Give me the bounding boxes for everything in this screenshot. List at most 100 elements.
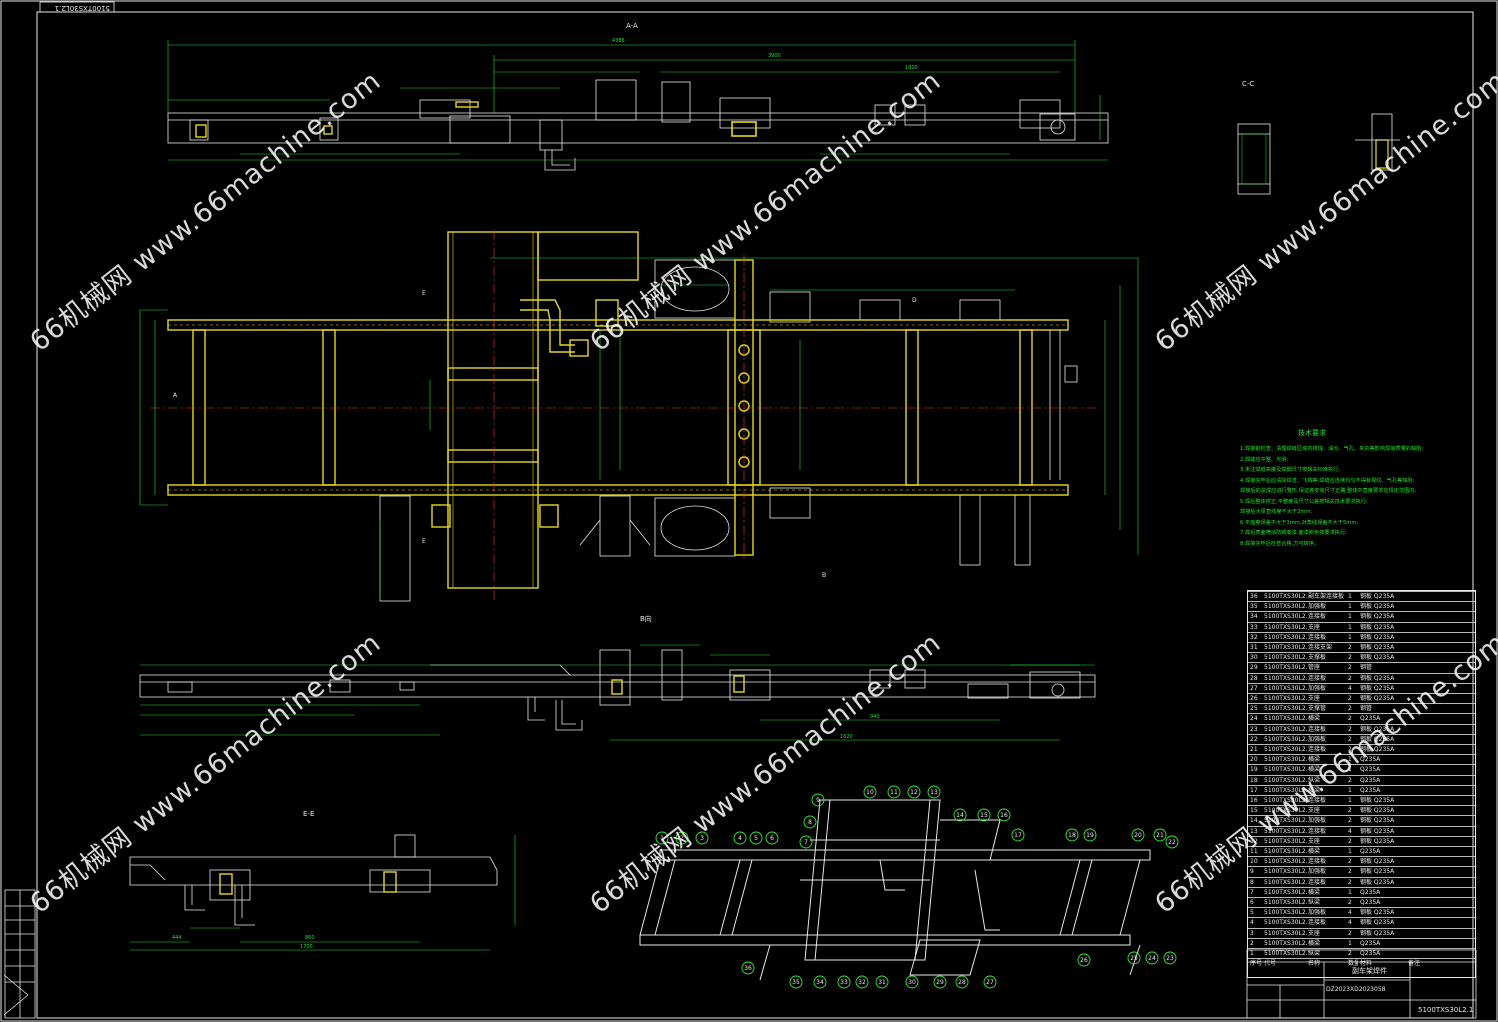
balloon-circle xyxy=(655,831,669,845)
balloon-label: 21 xyxy=(1156,832,1164,839)
balloon-label: 4 xyxy=(738,835,742,842)
bom-cell: 连接板 xyxy=(1308,613,1327,621)
bom-cell: 32 xyxy=(1250,633,1258,641)
bom-cell: 钢板 Q235A xyxy=(1360,878,1395,886)
balloon-circle xyxy=(1131,828,1145,842)
bom-cell: 4 xyxy=(1348,684,1352,692)
bom-cell: 名称 xyxy=(1308,960,1321,968)
balloon-circle xyxy=(863,785,877,799)
balloon-circle xyxy=(927,785,941,799)
balloon-circle xyxy=(695,831,709,845)
bom-cell: 5100TXS30L2.1-10 xyxy=(1264,746,1307,753)
bom-cell: 27 xyxy=(1250,684,1258,692)
bom-cell: 加强板 xyxy=(1308,817,1327,825)
balloon-label: 10 xyxy=(866,789,874,796)
balloon-label: 17 xyxy=(1014,832,1022,839)
bom-cell: 钢板 Q235A xyxy=(1360,909,1395,917)
bom-cell: 5100TXS30L2.1-4 xyxy=(1264,807,1307,815)
bom-cell: 加强板 xyxy=(1308,735,1327,743)
bom-cell: 2 xyxy=(1348,950,1352,957)
balloon-circle xyxy=(733,831,747,845)
bom-cell: 连接板 xyxy=(1308,725,1327,733)
bom-cell: 钢板 Q235A xyxy=(1360,613,1395,621)
dim-ee-left: 444 xyxy=(172,935,182,941)
balloon-circle xyxy=(765,831,779,845)
balloon-label: 3 xyxy=(700,835,704,842)
bom-cell: 支撑板 xyxy=(1308,654,1327,662)
bom-cell: 1 xyxy=(1348,848,1352,855)
bom-cell: 2 xyxy=(1348,858,1352,866)
bom-cell: 钢板 Q235A xyxy=(1360,633,1395,641)
balloon-label: 33 xyxy=(840,979,848,986)
bom-cell: Q235A xyxy=(1360,888,1381,896)
balloon-circle xyxy=(1065,828,1079,842)
bom-cell: 钢板 Q235A xyxy=(1360,674,1395,682)
balloon-circle xyxy=(789,975,803,989)
tech-req-line: 焊接后的总成应进行整形,保证各安装尺寸正确,整体平直度要求在规定范围内; xyxy=(1240,488,1417,494)
bom-cell: 2 xyxy=(1348,674,1352,682)
bom-cell: 2 xyxy=(1348,817,1352,825)
bom-cell: 5100TXS30L2.1-11 xyxy=(1264,735,1307,743)
bom-cell: 4 xyxy=(1348,919,1352,927)
balloon-circle xyxy=(1165,835,1179,849)
bom-cell: 加强板 xyxy=(1308,909,1327,917)
bom-cell: 18 xyxy=(1250,776,1258,784)
bom-cell: 横梁 xyxy=(1308,715,1321,723)
marker-a-left: A xyxy=(173,392,178,399)
bom-cell: 25 xyxy=(1250,705,1258,713)
bom-cell: 5100TXS30L2.1-17 xyxy=(1264,674,1307,682)
section-bb-label: B向 xyxy=(640,615,652,623)
bom-cell: 5100TXS30L2.1-8 xyxy=(1264,766,1307,774)
bom-cell: 钢板 Q235A xyxy=(1360,654,1395,662)
view-ee-dims xyxy=(130,835,516,951)
bom-cell: 5100TXS30L2.1-0-1 xyxy=(1264,939,1307,947)
balloon-label: 34 xyxy=(816,979,824,986)
bom-cell: 5100TXS30L2.1-12 xyxy=(1264,725,1307,733)
tech-req-line: 7.焊后表面喷涂防锈底漆,面漆颜色按要求执行; xyxy=(1240,530,1347,536)
bom-cell: 连接板 xyxy=(1308,633,1327,641)
balloon-label: 26 xyxy=(1080,957,1088,964)
dim-bb-mid: 940 xyxy=(870,714,880,720)
bom-cell: 15 xyxy=(1250,807,1258,815)
marker-e-bottom: E xyxy=(422,538,426,545)
bom-cell: 连接板 xyxy=(1308,878,1327,886)
bom-cell: 5100TXS30L2.1-2-1 xyxy=(1264,837,1307,845)
balloon-circle xyxy=(675,831,689,845)
bom-cell: Q235A xyxy=(1360,950,1381,957)
bom-cell: 5100TXS30L2.1-0-4 xyxy=(1264,909,1307,917)
bom-cell: 连接支架 xyxy=(1308,644,1333,651)
balloon-circle xyxy=(905,975,919,989)
title-block-lines xyxy=(1246,949,1477,1019)
balloon-circle xyxy=(997,808,1011,822)
bom-cell: 5100TXS30L2.1-1-2 xyxy=(1264,878,1307,886)
bom-cell: 22 xyxy=(1250,735,1258,743)
bom-cell: 加强板 xyxy=(1308,868,1327,876)
balloon-circle xyxy=(1083,828,1097,842)
bom-cell: 29 xyxy=(1250,664,1258,672)
bom-cell: 连接板 xyxy=(1308,858,1327,866)
plan-view-centerline xyxy=(150,230,1100,600)
bom-cell: 加强板 xyxy=(1308,684,1327,692)
balloon-circle xyxy=(887,785,901,799)
tech-req-line: 6.平面度误差不大于3mm,对角线误差不大于5mm; xyxy=(1240,519,1359,526)
view-aa-dims xyxy=(167,40,1108,161)
balloon-circle xyxy=(837,975,851,989)
balloon-label: 28 xyxy=(958,979,966,986)
bom-cell: 9 xyxy=(1250,868,1254,876)
balloon-label: 11 xyxy=(890,789,898,796)
bom-cell: 2 xyxy=(1348,807,1352,815)
bom-cell: 支座 xyxy=(1308,929,1321,937)
balloon-label: 8 xyxy=(808,819,812,826)
